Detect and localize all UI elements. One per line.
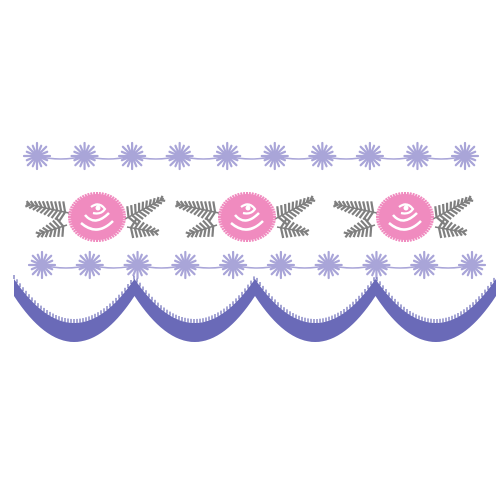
top-daisy-border bbox=[22, 141, 480, 171]
daisy-flower-icon bbox=[457, 250, 487, 280]
daisy-flower-icon bbox=[410, 250, 439, 280]
bottom-daisy-border bbox=[27, 250, 487, 280]
daisy-flower-icon bbox=[75, 250, 104, 280]
fern-leaf-icon bbox=[35, 217, 68, 239]
vine-line bbox=[41, 264, 473, 269]
fern-leaf-icon bbox=[174, 200, 220, 222]
daisy-flower-icon bbox=[213, 141, 242, 171]
daisy-flower-icon bbox=[123, 250, 152, 280]
scallop-band bbox=[14, 279, 496, 342]
daisy-flower-icon bbox=[219, 250, 248, 280]
daisy-flower-icon bbox=[22, 141, 52, 171]
fern-leaf-icon bbox=[124, 195, 166, 226]
vine-line bbox=[36, 155, 466, 160]
daisy-flower-icon bbox=[450, 141, 480, 171]
daisy-flower-icon bbox=[362, 250, 391, 280]
rose-icon bbox=[376, 191, 434, 243]
scallop-border bbox=[13, 275, 496, 342]
fern-leaf-icon bbox=[343, 217, 376, 239]
rose-icon bbox=[218, 191, 276, 243]
daisy-flower-icon bbox=[355, 141, 384, 171]
daisy-flower-icon bbox=[314, 250, 343, 280]
daisy-flower-icon bbox=[266, 250, 295, 280]
fern-leaf-icon bbox=[126, 218, 160, 239]
daisy-flower-icon bbox=[260, 141, 289, 171]
daisy-flower-icon bbox=[308, 141, 337, 171]
fern-leaf-icon bbox=[185, 217, 218, 239]
daisy-flower-icon bbox=[70, 141, 99, 171]
fern-leaf-icon bbox=[274, 195, 316, 226]
fern-leaf-icon bbox=[432, 195, 474, 226]
daisy-flower-icon bbox=[118, 141, 147, 171]
daisy-flower-icon bbox=[403, 141, 432, 171]
rose-icon bbox=[68, 191, 126, 243]
daisy-flower-icon bbox=[165, 141, 194, 171]
fern-leaf-icon bbox=[332, 200, 378, 222]
rose-border bbox=[24, 191, 474, 243]
daisy-flower-icon bbox=[171, 250, 200, 280]
daisy-flower-icon bbox=[27, 250, 57, 280]
fern-leaf-icon bbox=[276, 218, 310, 239]
fern-leaf-icon bbox=[24, 200, 70, 222]
fern-leaf-icon bbox=[434, 218, 468, 239]
